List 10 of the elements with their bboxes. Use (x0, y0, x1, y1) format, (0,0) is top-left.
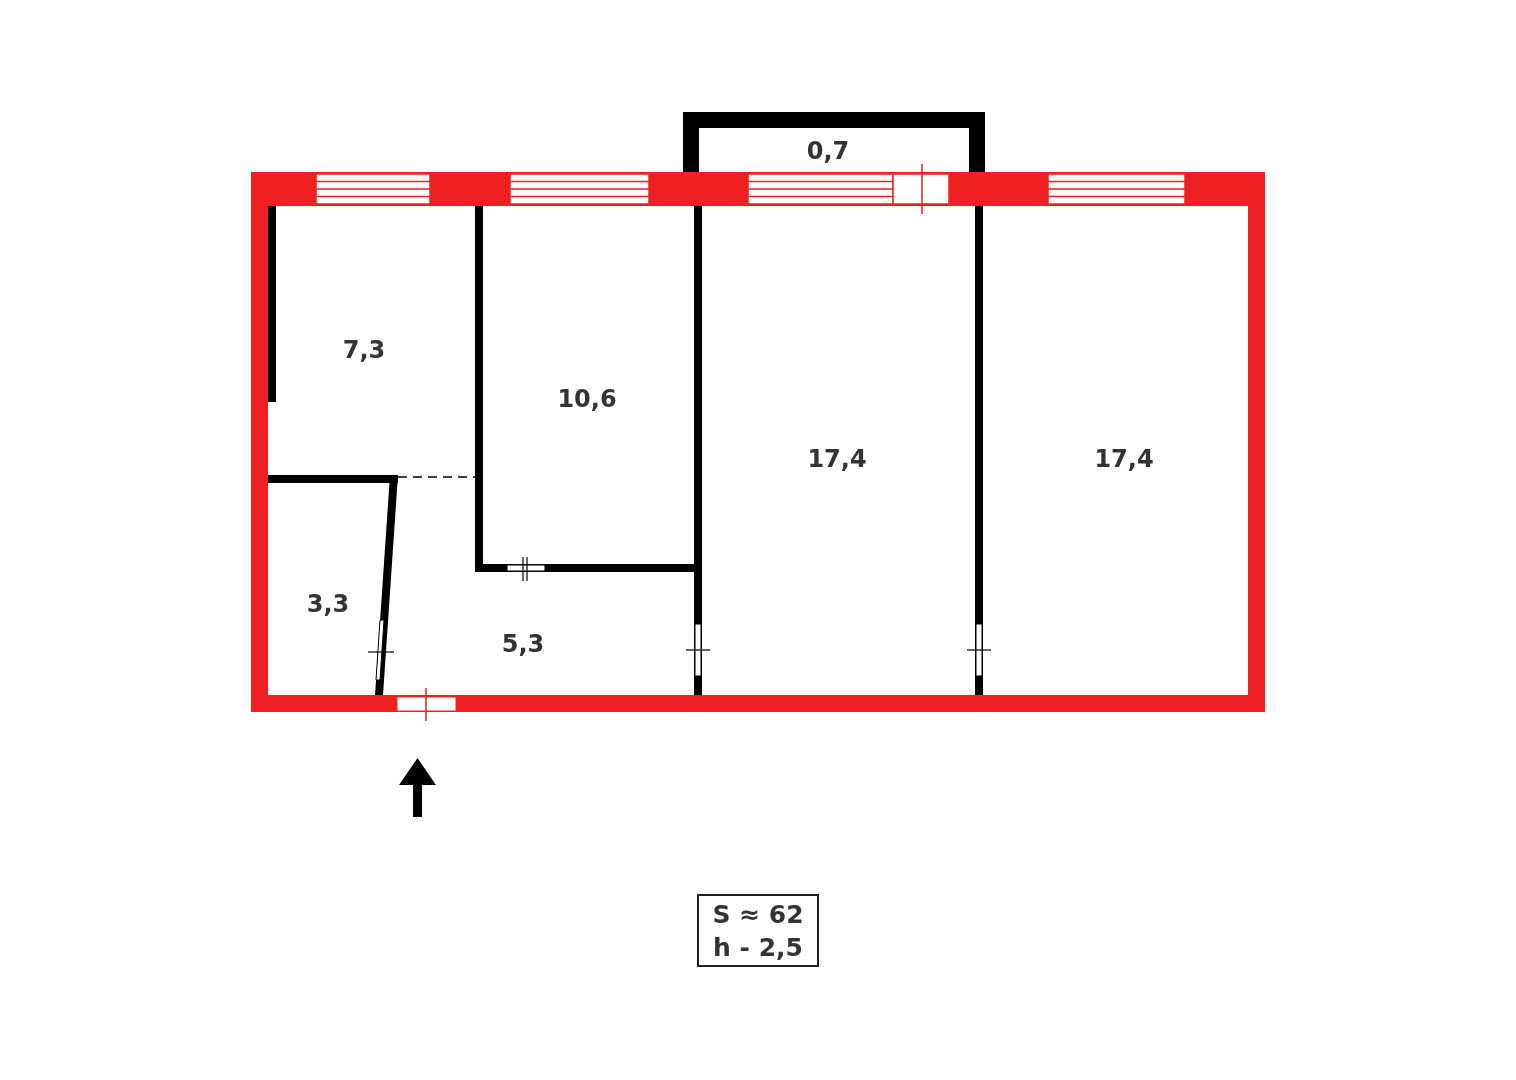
room-area-label: 17,4 (807, 445, 867, 473)
room-area-label: 7,3 (342, 336, 386, 364)
room-area-label: 5,3 (501, 630, 545, 658)
room-area-label: 17,4 (1094, 445, 1154, 473)
room-area-label: 3,3 (306, 590, 350, 618)
room-area-label: 0,7 (806, 137, 850, 165)
summary-text: h - 2,5 (713, 931, 803, 964)
summary-text: S ≈ 62 (712, 898, 804, 931)
room-area-label: 10,6 (557, 385, 617, 413)
summary-box (697, 894, 819, 967)
